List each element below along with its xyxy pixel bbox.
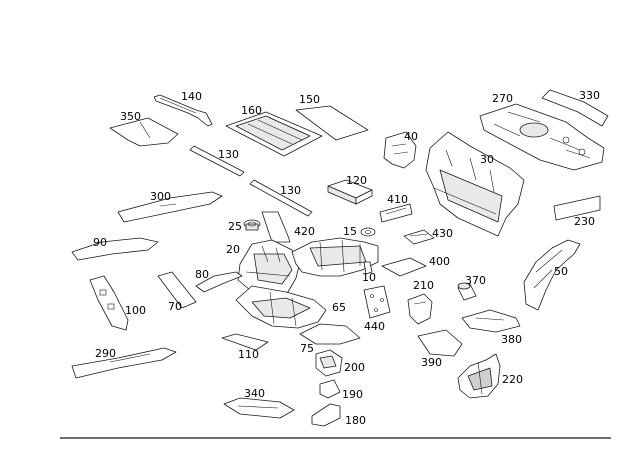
callout-130-lower: 130 [280, 184, 301, 197]
callout-180: 180 [345, 414, 366, 427]
callout-300: 300 [150, 190, 171, 203]
part-190-small-block[interactable] [319, 379, 341, 399]
part-370-cylinder[interactable] [457, 282, 477, 301]
callout-65: 65 [332, 301, 346, 314]
callout-340: 340 [244, 387, 265, 400]
callout-420: 420 [294, 225, 315, 238]
callout-290: 290 [95, 347, 116, 360]
part-120-block[interactable] [327, 179, 373, 205]
callout-410: 410 [387, 193, 408, 206]
callout-140: 140 [181, 90, 202, 103]
part-30-bulkhead-panel[interactable] [425, 131, 525, 237]
part-100-perforated-panel[interactable] [89, 275, 129, 331]
callout-80: 80 [195, 268, 209, 281]
part-330-curved-strip[interactable] [541, 89, 609, 127]
callout-50: 50 [554, 265, 568, 278]
part-430-thin-plate[interactable] [403, 229, 435, 245]
callout-350: 350 [120, 110, 141, 123]
part-420-rectangular-plate[interactable] [261, 211, 291, 243]
callout-390: 390 [421, 356, 442, 369]
part-340-floor-mat[interactable] [223, 397, 295, 419]
part-230-flat-plate[interactable] [553, 195, 601, 221]
part-220-corner-panel[interactable] [457, 353, 501, 399]
part-130-strip-upper[interactable] [189, 145, 245, 177]
callout-40: 40 [404, 130, 418, 143]
part-110-small-strip[interactable] [221, 333, 269, 351]
callout-440: 440 [364, 320, 385, 333]
part-10-tunnel-assembly[interactable] [291, 237, 379, 277]
part-140-bracket-strip[interactable] [153, 94, 213, 127]
callout-210: 210 [413, 279, 434, 292]
part-350-pad[interactable] [109, 117, 179, 147]
callout-270: 270 [492, 92, 513, 105]
callout-20: 20 [226, 243, 240, 256]
callout-190: 190 [342, 388, 363, 401]
part-90-side-panel[interactable] [71, 237, 159, 261]
part-25-round-cap[interactable] [243, 219, 261, 231]
part-380-flat-tray[interactable] [461, 309, 521, 333]
part-210-bracket[interactable] [407, 293, 433, 325]
callout-150: 150 [299, 93, 320, 106]
part-15-grommet[interactable] [360, 227, 376, 237]
part-200-bracket-block[interactable] [315, 349, 343, 377]
part-300-side-panel[interactable] [117, 191, 223, 223]
callout-430: 430 [432, 227, 453, 240]
part-150-flat-mat[interactable] [295, 105, 369, 141]
callout-330: 330 [579, 89, 600, 102]
callout-30: 30 [480, 153, 494, 166]
callout-160: 160 [241, 104, 262, 117]
callout-400: 400 [429, 255, 450, 268]
part-20-floor-assembly[interactable] [237, 239, 301, 297]
callout-110: 110 [238, 348, 259, 361]
part-180-wedge-block[interactable] [311, 403, 341, 427]
part-270-rear-floor-section[interactable] [479, 103, 605, 171]
callout-220: 220 [502, 373, 523, 386]
callout-90: 90 [93, 236, 107, 249]
callout-15: 15 [343, 225, 357, 238]
part-410-pad[interactable] [379, 203, 413, 223]
callout-70: 70 [168, 300, 182, 313]
callout-120: 120 [346, 174, 367, 187]
callout-labels: 140 350 160 150 270 330 40 130 30 120 13… [93, 89, 600, 427]
callout-380: 380 [501, 333, 522, 346]
callout-25: 25 [228, 220, 242, 233]
callout-130-upper: 130 [218, 148, 239, 161]
part-65-floor-bracket[interactable] [235, 285, 327, 329]
part-390-mat[interactable] [417, 329, 463, 357]
part-50-side-trim-panel[interactable] [523, 239, 581, 311]
part-75-wedge-pad[interactable] [299, 323, 361, 345]
callout-200: 200 [344, 361, 365, 374]
callout-230: 230 [574, 215, 595, 228]
callout-75: 75 [300, 342, 314, 355]
part-80-connector-strip[interactable] [195, 271, 243, 293]
callout-370: 370 [465, 274, 486, 287]
part-160-framed-panel[interactable] [225, 111, 323, 157]
part-400-plate[interactable] [381, 257, 427, 277]
part-40-bracket[interactable] [383, 131, 417, 169]
part-440-plate-with-holes[interactable] [363, 285, 391, 319]
callout-100: 100 [125, 304, 146, 317]
part-290-floor-panel[interactable] [71, 347, 177, 379]
callout-10: 10 [362, 271, 376, 284]
part-130-strip-lower[interactable] [249, 179, 313, 217]
part-70-triangular-pad[interactable] [157, 271, 197, 309]
